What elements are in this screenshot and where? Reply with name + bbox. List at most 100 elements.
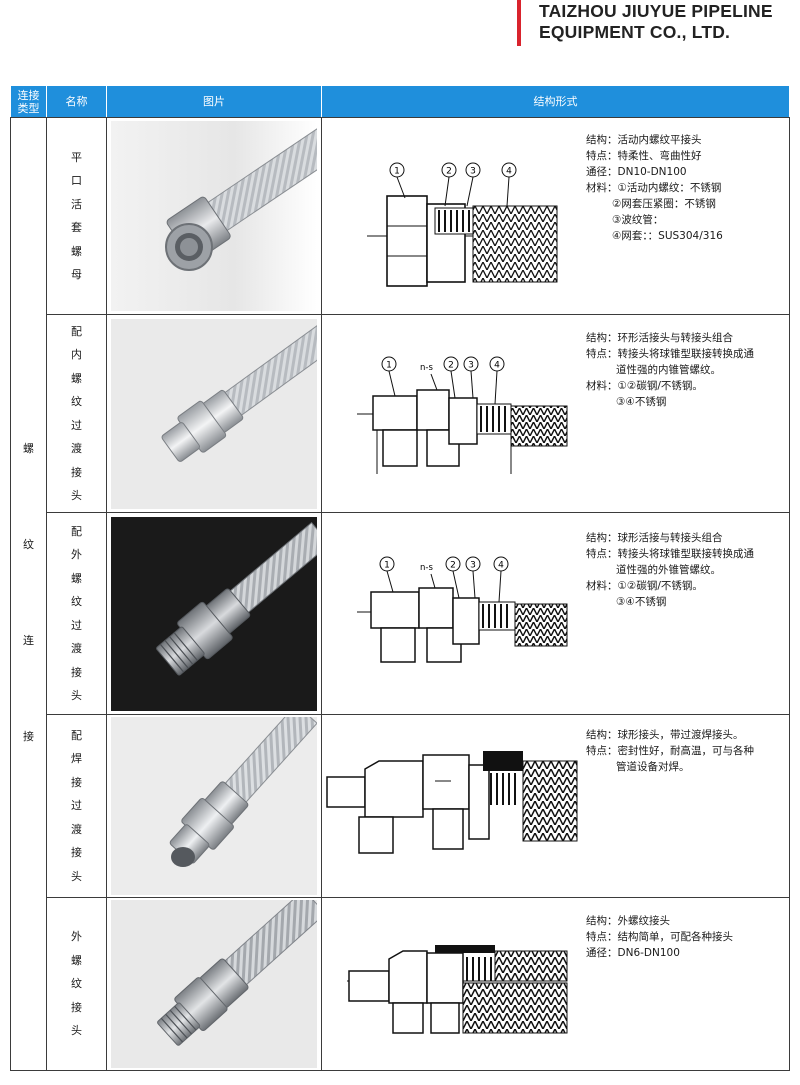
- product-photo-cell: [106, 512, 322, 715]
- product-name: 配 内 螺 纹 过 渡 接 头: [47, 320, 106, 508]
- desc-line: ②网套压紧圈：不锈钢: [612, 198, 716, 210]
- callout-label: 3: [470, 560, 476, 570]
- callout-label: 1: [384, 560, 390, 570]
- hose-photo-male-thread-adapter: [111, 516, 317, 711]
- desc-line: 结构：环形活接头与转接头组合: [586, 331, 733, 344]
- connection-type-char: 接: [23, 730, 34, 743]
- product-name-cell: 配 焊 接 过 渡 接 头: [46, 714, 107, 898]
- callout-label: 1: [394, 167, 400, 177]
- callout-label: 1: [386, 360, 392, 370]
- name-char: 纹: [71, 977, 82, 991]
- callout-label: 2: [448, 360, 454, 370]
- name-char: 配: [71, 324, 82, 338]
- table-row: 外 螺 纹 接 头: [11, 897, 790, 1071]
- name-char: 头: [71, 1024, 82, 1038]
- name-char: 头: [71, 689, 82, 702]
- name-char: 接: [71, 465, 82, 479]
- structure-description: 结构：环形活接头与转接头组合 特点：转接头将球锥型联接转换成通 道性强的内锥管螺…: [582, 324, 754, 410]
- company-name-line1: TAIZHOU JIUYUE PIPELINE: [539, 1, 773, 21]
- product-photo-cell: [106, 314, 322, 513]
- desc-line: 道性强的外锥管螺纹。: [616, 563, 721, 576]
- desc-line: 特点：结构简单，可配各种接头: [586, 931, 733, 943]
- company-name: TAIZHOU JIUYUE PIPELINE EQUIPMENT CO., L…: [539, 1, 773, 43]
- product-name: 平 口 活 套 螺 母: [47, 146, 106, 287]
- structure-cell: 结构：球形接头，带过渡焊接头。 特点：密封性好，耐高温，可与各种 管道设备对焊。: [321, 714, 790, 898]
- structure-cell: 结构：外螺纹接头 特点：结构简单，可配各种接头 通径：DN6-DN100: [321, 897, 790, 1071]
- structure-description: 结构：球形接头，带过渡焊接头。 特点：密封性好，耐高温，可与各种 管道设备对焊。: [582, 721, 754, 775]
- connection-type-cell: 螺 纹 连 接: [10, 117, 47, 1071]
- product-name: 配 焊 接 过 渡 接 头: [47, 724, 106, 889]
- name-char: 过: [71, 799, 82, 813]
- structure-description: 结构：球形活接与转接头组合 特点：转接头将球锥型联接转换成通 道性强的外锥管螺纹…: [582, 524, 754, 610]
- product-name-cell: 配 内 螺 纹 过 渡 接 头: [46, 314, 107, 513]
- callout-label: n-s: [420, 563, 433, 573]
- desc-line: 道性强的内锥管螺纹。: [616, 363, 721, 376]
- structure-drawing-female-adapter: n-s 1 2 3 4: [357, 356, 568, 474]
- structure-cell: n-s 1 2 3 4 结构：环形活接头与转接头组合: [321, 314, 790, 513]
- desc-line: 特点：特柔性、弯曲性好: [586, 150, 702, 162]
- table-row: 配 焊 接 过 渡 接 头: [11, 714, 790, 898]
- name-char: 套: [71, 221, 82, 234]
- desc-line: 特点：转接头将球锥型联接转换成通: [586, 547, 754, 560]
- structure-drawing-flat-nut: 1 2 3 4: [367, 162, 558, 287]
- name-char: 接: [71, 1000, 82, 1014]
- product-photo-cell: [106, 117, 322, 315]
- structure-drawing-male-adapter: n-s 1 2 3 4: [357, 556, 568, 663]
- name-char: 纹: [71, 395, 82, 408]
- callout-label: 4: [498, 560, 504, 570]
- desc-line: 管道设备对焊。: [616, 761, 690, 773]
- hose-photo-weld-adapter: [111, 717, 317, 895]
- hose-photo-flat-nut: [111, 121, 317, 311]
- table-row: 配 外 螺 纹 过 渡 接 头: [11, 512, 790, 715]
- desc-line: 材料：①活动内螺纹：不锈钢: [586, 182, 722, 194]
- name-char: 渡: [71, 822, 82, 836]
- header-photo: 图片: [106, 85, 322, 118]
- name-char: 螺: [71, 244, 82, 258]
- name-char: 头: [71, 869, 82, 883]
- name-char: 母: [71, 268, 82, 281]
- name-char: 螺: [71, 953, 82, 967]
- product-photo-cell: [106, 714, 322, 898]
- desc-line: 材料：①②碳钢/不锈钢。: [586, 579, 703, 592]
- header-accent-bar: [517, 0, 521, 46]
- name-char: 接: [71, 775, 82, 789]
- product-name: 外 螺 纹 接 头: [47, 925, 106, 1043]
- connection-type-char: 纹: [23, 538, 34, 551]
- table-row: 螺 纹 连 接 平 口 活 套 螺 母: [10, 117, 790, 1071]
- desc-line: 特点：密封性好，耐高温，可与各种: [586, 745, 754, 757]
- structure-drawing-weld-adapter: [326, 751, 578, 854]
- table-header-row: 连接 类型 名称 图片 结构形式: [10, 85, 790, 118]
- header-type-line1: 连接: [17, 88, 40, 102]
- name-char: 渡: [71, 442, 82, 455]
- name-char: 平: [71, 150, 82, 164]
- name-char: 内: [71, 348, 82, 361]
- name-char: 口: [71, 174, 82, 187]
- name-char: 配: [71, 728, 82, 742]
- desc-line: 通径：DN6-DN100: [586, 947, 680, 959]
- callout-label: 3: [470, 167, 476, 177]
- structure-drawing-male-thread: [347, 945, 568, 1034]
- callout-label: 4: [494, 360, 500, 370]
- desc-line: ③④不锈钢: [616, 595, 667, 608]
- desc-line: 通径：DN10-DN100: [586, 166, 687, 178]
- name-char: 外: [71, 548, 82, 561]
- name-char: 渡: [71, 642, 82, 655]
- desc-line: 结构：球形接头，带过渡焊接头。: [586, 729, 744, 741]
- desc-line: ③④不锈钢: [616, 395, 667, 408]
- desc-line: 特点：转接头将球锥型联接转换成通: [586, 347, 754, 360]
- name-char: 纹: [71, 595, 82, 608]
- callout-label: 2: [446, 167, 452, 177]
- callout-label: 4: [506, 167, 512, 177]
- callout-label: n-s: [420, 363, 433, 373]
- connection-type-char: 螺: [23, 442, 34, 455]
- table-row: 配 内 螺 纹 过 渡 接 头: [11, 314, 790, 513]
- callout-label: 2: [450, 560, 456, 570]
- header-type-line2: 类型: [17, 101, 40, 115]
- connection-type-char: 连: [23, 634, 34, 647]
- name-char: 外: [71, 930, 82, 944]
- name-char: 接: [71, 665, 82, 679]
- structure-description: 结构：外螺纹接头 特点：结构简单，可配各种接头 通径：DN6-DN100: [582, 901, 733, 961]
- name-char: 螺: [71, 371, 82, 385]
- desc-line: ④网套：：SUS304/316: [612, 230, 723, 242]
- company-name-line2: EQUIPMENT CO., LTD.: [539, 22, 731, 42]
